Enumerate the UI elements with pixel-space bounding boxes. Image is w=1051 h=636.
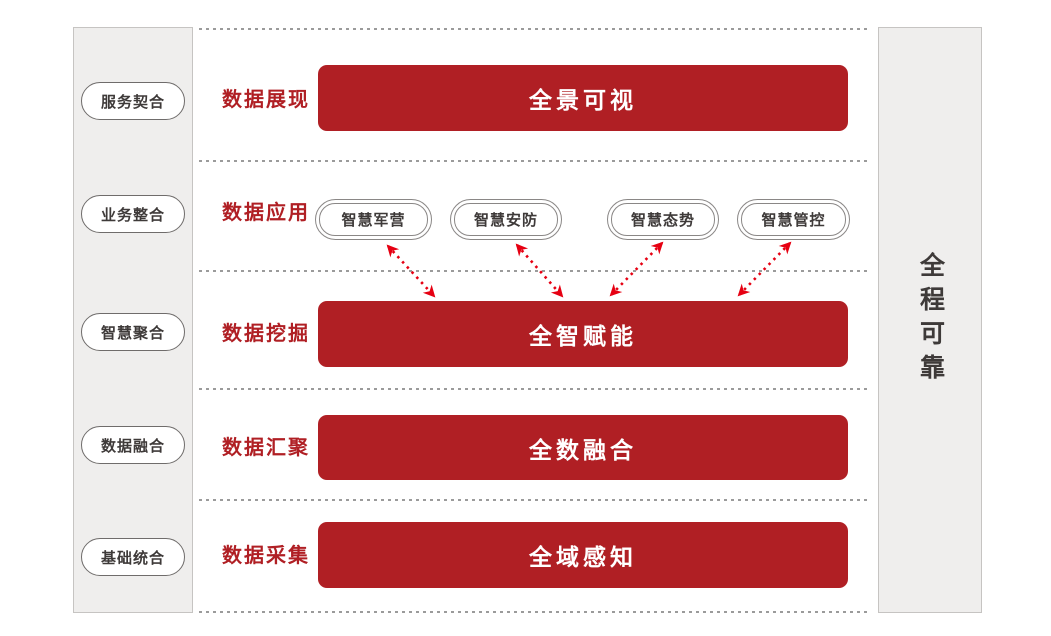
sidebar-pill-label: 基础统合 (100, 549, 165, 567)
dotted-divider (199, 388, 868, 390)
dotted-divider (199, 499, 868, 501)
layer-label-data-mining: 数据挖掘 (222, 323, 310, 345)
dashed-arrow (609, 241, 664, 297)
dotted-divider (199, 160, 868, 162)
dotted-divider (199, 270, 868, 272)
sidebar-pill-label: 业务整合 (100, 206, 165, 224)
sidebar-pill-service-fit: 服务契合 (81, 82, 185, 120)
sidebar-pill-label: 服务契合 (100, 93, 165, 111)
sidebar-pill-smart-aggregation: 智慧聚合 (81, 313, 185, 351)
app-pill-smart-camp: 智慧军营 (315, 199, 432, 240)
sidebar-pill-data-fusion: 数据融合 (81, 426, 185, 464)
left-sidebar: 服务契合 业务整合 智慧聚合 数据融合 基础统合 (73, 27, 193, 613)
layer-bar-full-intelligence: 全智赋能 (318, 301, 848, 367)
right-sidebar: 全程可靠 (878, 27, 982, 613)
app-pill-smart-control: 智慧管控 (737, 199, 850, 240)
dotted-divider (199, 611, 868, 613)
sidebar-pill-base-unification: 基础统合 (81, 538, 185, 576)
layer-label-data-presentation: 数据展现 (222, 89, 310, 111)
right-sidebar-title: 全程可靠 (916, 252, 945, 388)
layer-bar-full-data-fusion: 全数融合 (318, 415, 848, 480)
dotted-divider (199, 28, 868, 30)
app-pill-label: 智慧态势 (611, 203, 715, 236)
layer-bar-full-domain-sensing: 全域感知 (318, 522, 848, 588)
sidebar-pill-label: 智慧聚合 (100, 324, 165, 342)
layer-label-data-application: 数据应用 (222, 202, 310, 224)
layer-label-data-convergence: 数据汇聚 (222, 437, 310, 459)
sidebar-pill-business-integration: 业务整合 (81, 195, 185, 233)
dashed-arrow (737, 241, 792, 297)
sidebar-pill-label: 数据融合 (100, 437, 165, 455)
layer-label-data-collection: 数据采集 (222, 545, 310, 567)
app-pill-label: 智慧管控 (741, 203, 846, 236)
app-pill-label: 智慧军营 (319, 203, 428, 236)
app-pill-smart-security: 智慧安防 (450, 199, 562, 240)
layer-bar-panoramic-visibility: 全景可视 (318, 65, 848, 131)
app-pill-smart-situation: 智慧态势 (607, 199, 719, 240)
app-pill-label: 智慧安防 (454, 203, 558, 236)
